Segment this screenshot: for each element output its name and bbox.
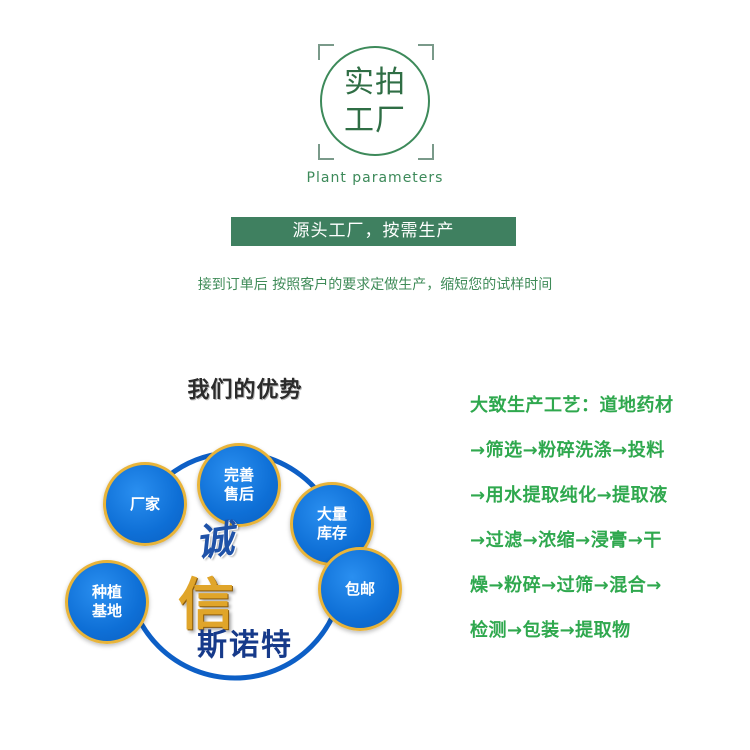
banner-subtitle: 接到订单后 按照客户的要求定做生产，缩短您的试样时间 [197, 277, 553, 293]
process-line: →用水提取纯化→提取液 [470, 485, 668, 506]
process-line: →筛选→粉碎洗涤→投料 [470, 440, 665, 461]
banner-background [231, 217, 516, 246]
process-line: →过滤→浓缩→浸膏→干 [470, 530, 662, 551]
advantages-title: 我们的优势 [187, 378, 303, 403]
emblem-caption: Plant parameters [306, 170, 444, 186]
bubble-free-shipping: 包邮 [318, 547, 402, 631]
emblem-circle [320, 46, 430, 156]
brand-name: 斯诺特 [197, 628, 293, 663]
bubble-plantation: 种植 基地 [65, 560, 149, 644]
bubble-manufacturer: 厂家 [103, 462, 187, 546]
banner-title: 源头工厂，按需生产 [292, 221, 455, 241]
emblem-title-line2: 工厂 [344, 103, 406, 138]
process-line: 燥→粉碎→过筛→混合→ [470, 575, 662, 596]
bubble-manufacturer-label: 厂家 [129, 494, 160, 513]
center-char-trust: 信 [178, 572, 234, 638]
bubble-stock-label: 大量 库存 [316, 505, 347, 542]
corner-bracket-top-left [318, 44, 334, 60]
corner-bracket-bottom-left [318, 144, 334, 160]
process-line: 检测→包装→提取物 [470, 620, 631, 641]
corner-bracket-top-right [418, 44, 434, 60]
process-description: 大致生产工艺：道地药材 →筛选→粉碎洗涤→投料 →用水提取纯化→提取液 →过滤→… [470, 388, 730, 658]
emblem-title-line1: 实拍 [344, 65, 406, 100]
bubble-plantation-label: 种植 基地 [91, 583, 122, 620]
process-line: 大致生产工艺：道地药材 [470, 395, 674, 416]
corner-bracket-bottom-right [418, 144, 434, 160]
bubble-after-sales: 完善 售后 [197, 443, 281, 527]
bubble-free-shipping-label: 包邮 [344, 579, 375, 598]
center-char-honesty: 诚 [192, 516, 237, 566]
bubble-after-sales-label: 完善 售后 [223, 466, 254, 503]
